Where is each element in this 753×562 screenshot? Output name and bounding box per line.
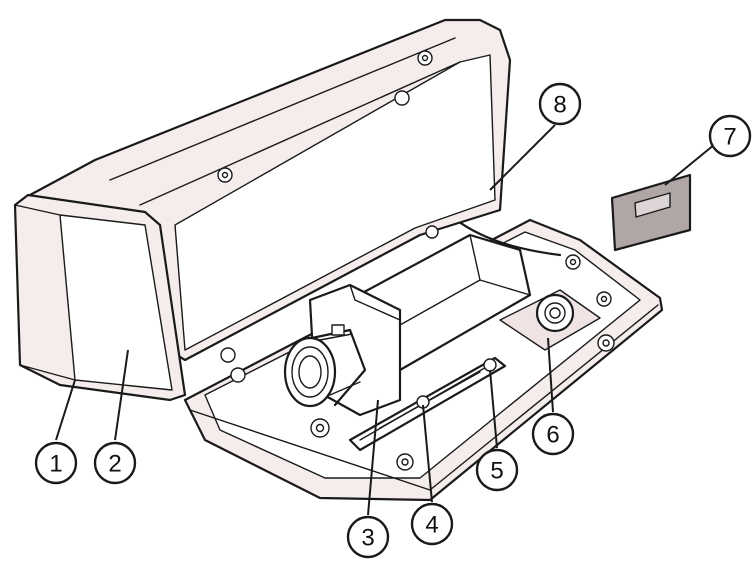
callout-label-3: 3: [361, 525, 374, 552]
callout-label-6: 6: [546, 422, 559, 449]
callout-4: 4: [412, 504, 452, 544]
callout-6: 6: [533, 414, 573, 454]
leader-1: [56, 380, 75, 440]
callout-label-5: 5: [490, 458, 503, 485]
callout-label-4: 4: [425, 512, 438, 539]
callout-3: 3: [348, 517, 388, 557]
callout-8: 8: [540, 84, 580, 124]
callout-2: 2: [95, 443, 135, 483]
callout-label-1: 1: [49, 451, 62, 478]
callout-5: 5: [477, 450, 517, 490]
callout-7: 7: [710, 116, 750, 156]
callout-1: 1: [36, 443, 76, 483]
weathershield: [15, 195, 185, 400]
sticker: [612, 175, 690, 250]
callout-label-8: 8: [553, 92, 566, 119]
callout-label-2: 2: [108, 451, 121, 478]
callout-label-7: 7: [723, 124, 736, 151]
